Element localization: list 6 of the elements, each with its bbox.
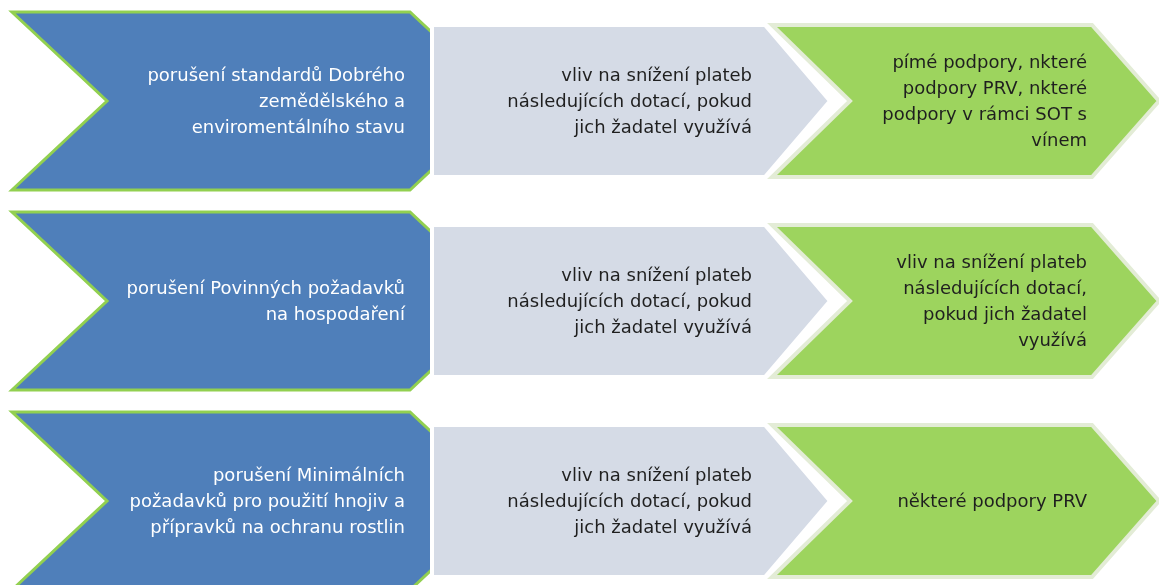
- chevron-label: vliv na snížení plateb následujících dotací, pokud jich žadatel využívá: [895, 250, 1087, 352]
- chevron-label: porušení Minimálních požadavků pro použití hnojiv a přípravků na ochranu rostlin: [128, 463, 405, 539]
- chevron-label: pímé podpory, nkteré podpory PRV, nkteré podpory v rámci SOT s vínem: [881, 50, 1087, 152]
- chevron-label: porušení Povinných požadavků na hospodaření: [125, 276, 405, 326]
- chevron-label: některé podpory PRV: [897, 489, 1087, 513]
- chevron-label: porušení standardů Dobrého zemědělského a enviromentálního stavu: [146, 63, 405, 139]
